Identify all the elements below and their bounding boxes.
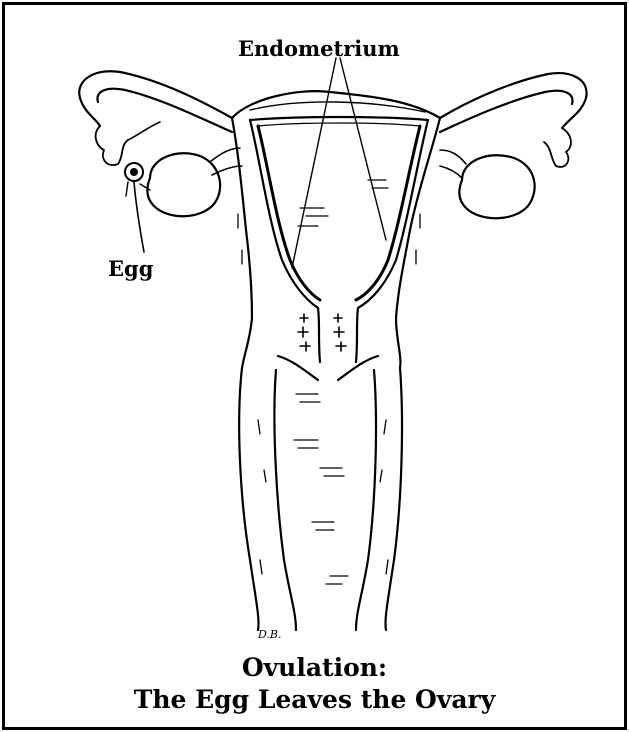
egg-label: Egg: [108, 256, 153, 281]
endometrium-pointer-lines: [292, 58, 386, 268]
caption-title: Ovulation:: [0, 652, 629, 684]
egg-pointer-line: [134, 182, 144, 252]
caption-subtitle: The Egg Leaves the Ovary: [0, 684, 629, 716]
endometrium-label: Endometrium: [238, 36, 400, 61]
ovary-right: [440, 150, 535, 218]
uterus-outline: [232, 91, 440, 368]
fallopian-tube-right: [440, 73, 587, 167]
artist-signature: D.B.: [258, 628, 282, 641]
fallopian-tube-left: [79, 71, 232, 165]
cervix: [278, 308, 378, 380]
vagina: [239, 368, 402, 630]
egg: [125, 163, 150, 196]
ovary-left: [147, 148, 242, 216]
